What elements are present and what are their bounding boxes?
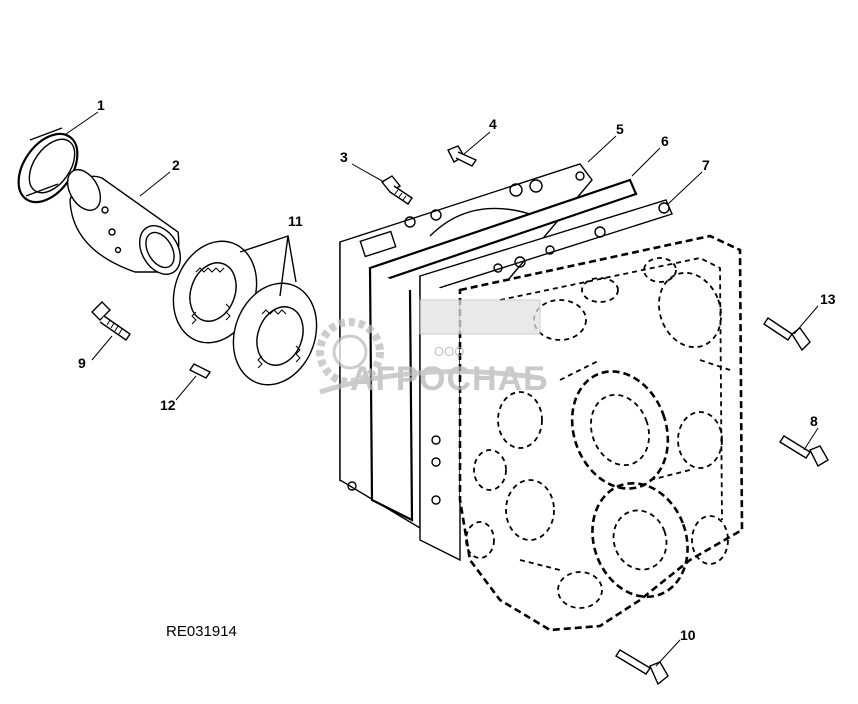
- callout-labels: 1 2 3 4 5 6 7 8 9 10 11 12 13: [78, 97, 836, 643]
- callout-2: 2: [172, 157, 180, 173]
- part-sleeve: [66, 169, 181, 275]
- callout-4: 4: [489, 116, 497, 132]
- callout-9: 9: [78, 355, 86, 371]
- callout-3: 3: [340, 149, 348, 165]
- callout-5: 5: [616, 121, 624, 137]
- part-bolt-3: [380, 175, 413, 205]
- callout-12: 12: [160, 397, 176, 413]
- watermark-logo: ООО АГРОСНАБ: [316, 299, 549, 398]
- part-bolt-8: [779, 435, 829, 467]
- leader-lines: [65, 111, 819, 667]
- callout-10: 10: [680, 627, 696, 643]
- part-valve-body: [458, 234, 744, 632]
- callout-1: 1: [97, 97, 105, 113]
- part-bolt-10: [615, 649, 669, 686]
- part-pin-12: [188, 363, 212, 379]
- reference-code: RE031914: [166, 623, 237, 640]
- part-gasket: [368, 178, 638, 522]
- part-bolt-9: [91, 301, 131, 341]
- part-bolt-4: [447, 145, 478, 167]
- part-separator-plate: [419, 199, 673, 562]
- watermark-company-form: ООО: [434, 344, 464, 359]
- callout-7: 7: [702, 157, 710, 173]
- callout-11: 11: [288, 213, 303, 229]
- callout-8: 8: [810, 413, 818, 429]
- part-friction-discs: [172, 235, 318, 386]
- callout-6: 6: [661, 133, 669, 149]
- callout-13: 13: [820, 291, 836, 307]
- watermark-brand: АГРОСНАБ: [350, 360, 549, 398]
